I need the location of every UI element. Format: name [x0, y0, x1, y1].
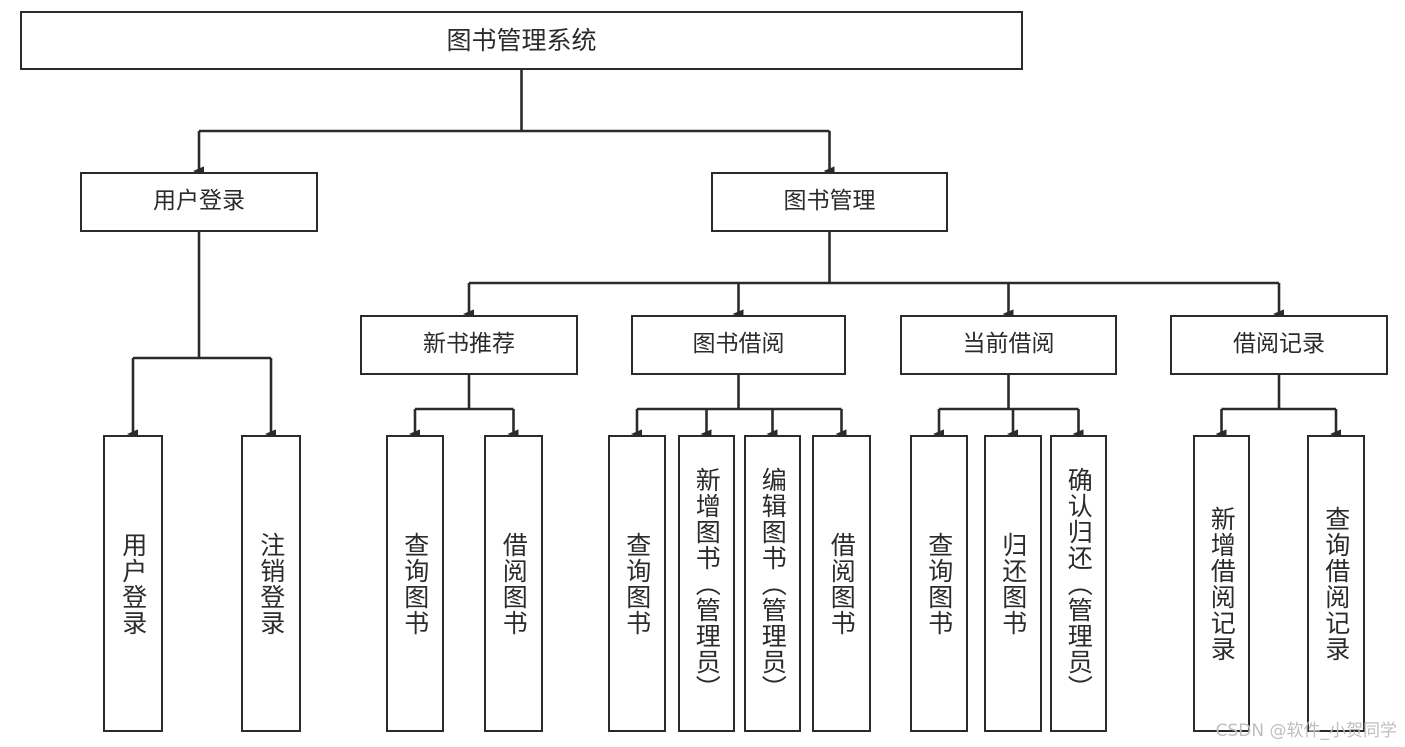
node-label: 借阅记录 — [1233, 331, 1325, 358]
node-label: 图书管理系统 — [446, 25, 597, 55]
node-login[interactable]: 用户登录 — [80, 172, 318, 232]
node-bookmgmt[interactable]: 图书管理 — [711, 172, 948, 232]
node-leaf-borrow-book-1[interactable]: 借阅图书 — [484, 435, 543, 732]
node-label: 查询借阅记录 — [1321, 505, 1351, 662]
node-label: 查询图书 — [400, 531, 430, 636]
node-leaf-query-book-3[interactable]: 查询图书 — [910, 435, 968, 732]
node-label: 编辑图书（管理员） — [758, 466, 788, 701]
node-current[interactable]: 当前借阅 — [900, 315, 1117, 375]
node-label: 查询图书 — [924, 531, 954, 636]
node-leaf-query-record[interactable]: 查询借阅记录 — [1307, 435, 1365, 732]
watermark: CSDN @软件_小贺同学 — [1215, 721, 1397, 741]
node-label: 借阅图书 — [499, 531, 529, 636]
node-label: 新增借阅记录 — [1207, 505, 1237, 662]
node-leaf-user-login[interactable]: 用户登录 — [103, 435, 163, 732]
node-label: 归还图书 — [998, 531, 1028, 636]
node-leaf-borrow-book-2[interactable]: 借阅图书 — [812, 435, 871, 732]
node-label: 新书推荐 — [423, 331, 515, 358]
node-label: 用户登录 — [153, 188, 245, 215]
node-label: 图书借阅 — [692, 331, 785, 358]
node-leaf-edit-book[interactable]: 编辑图书（管理员） — [744, 435, 801, 732]
node-leaf-query-book-1[interactable]: 查询图书 — [386, 435, 444, 732]
node-leaf-user-logout[interactable]: 注销登录 — [241, 435, 301, 732]
node-leaf-query-book-2[interactable]: 查询图书 — [608, 435, 666, 732]
node-label: 图书管理 — [783, 188, 876, 215]
node-label: 查询图书 — [622, 531, 652, 636]
node-borrow[interactable]: 图书借阅 — [631, 315, 846, 375]
node-label: 借阅图书 — [827, 531, 857, 636]
node-leaf-add-book[interactable]: 新增图书（管理员） — [678, 435, 735, 732]
node-root[interactable]: 图书管理系统 — [20, 11, 1023, 70]
node-label: 当前借阅 — [962, 331, 1055, 358]
node-label: 确认归还（管理员） — [1064, 466, 1094, 701]
node-label: 注销登录 — [256, 531, 286, 636]
node-newbook[interactable]: 新书推荐 — [360, 315, 578, 375]
edge-group — [127, 70, 1341, 439]
node-label: 用户登录 — [118, 531, 148, 636]
node-leaf-return-book[interactable]: 归还图书 — [984, 435, 1042, 732]
node-leaf-confirm-return[interactable]: 确认归还（管理员） — [1050, 435, 1107, 732]
node-records[interactable]: 借阅记录 — [1170, 315, 1388, 375]
node-label: 新增图书（管理员） — [692, 466, 722, 701]
node-leaf-add-record[interactable]: 新增借阅记录 — [1193, 435, 1250, 732]
